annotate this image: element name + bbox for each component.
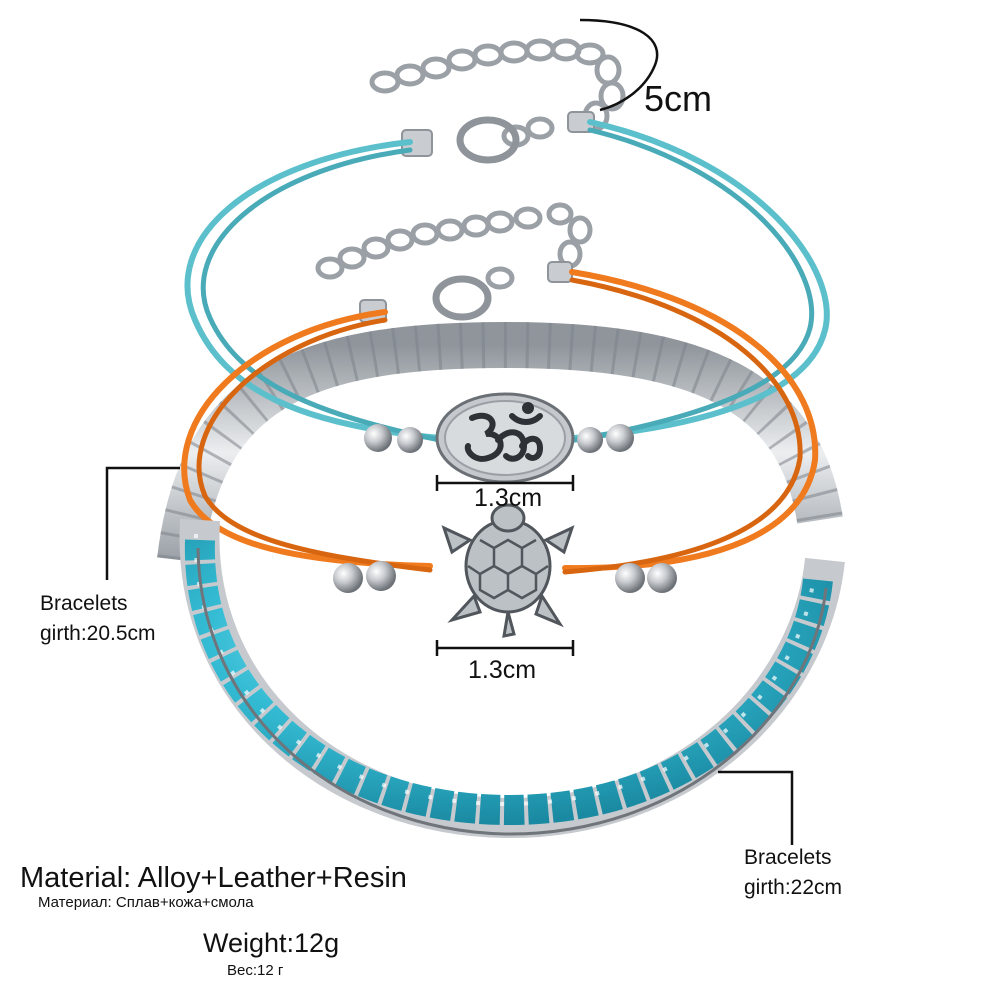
- chain-extender-middle: [315, 202, 593, 290]
- turtle-icon: [441, 503, 575, 638]
- girth-large-bracket: [718, 770, 794, 845]
- material-label: Material: Alloy+Leather+Resin: [20, 862, 407, 894]
- om-size-line: [435, 475, 575, 491]
- girth-small-label-line1: Bracelets: [40, 592, 128, 615]
- om-charm-size-label: 1.3cm: [474, 484, 543, 512]
- turtle-charm-size-label: 1.3cm: [468, 656, 537, 684]
- girth-small-label-line2: girth:20.5cm: [40, 622, 156, 645]
- girth-large-label-line2: girth:22cm: [744, 876, 843, 899]
- extension-arc: [579, 18, 659, 112]
- girth-large-label-line1: Bracelets: [744, 846, 832, 869]
- extension-length-label: 5cm: [644, 78, 713, 119]
- orange-cord-bracelet: [181, 269, 819, 575]
- weight-label: Weight:12g: [203, 928, 340, 958]
- material-label-russian: Материал: Сплав+кожа+смола: [38, 894, 254, 911]
- turtle-charm-group: [333, 503, 677, 638]
- dimension-lines: [105, 18, 794, 845]
- om-charm-group: [364, 392, 634, 484]
- weight-label-russian: Вес:12 г: [227, 962, 284, 979]
- girth-small-bracket: [105, 466, 180, 580]
- blue-cord-bracelet: [184, 119, 830, 443]
- lobster-clasp-top: [401, 111, 595, 164]
- lobster-clasp-middle: [359, 261, 573, 323]
- crystal-bracelet-back: [157, 321, 843, 563]
- crystal-bracelet-front: [179, 518, 845, 839]
- turtle-size-line: [435, 640, 575, 656]
- om-symbol-icon: [464, 402, 544, 462]
- chain-extender-top: [369, 38, 626, 148]
